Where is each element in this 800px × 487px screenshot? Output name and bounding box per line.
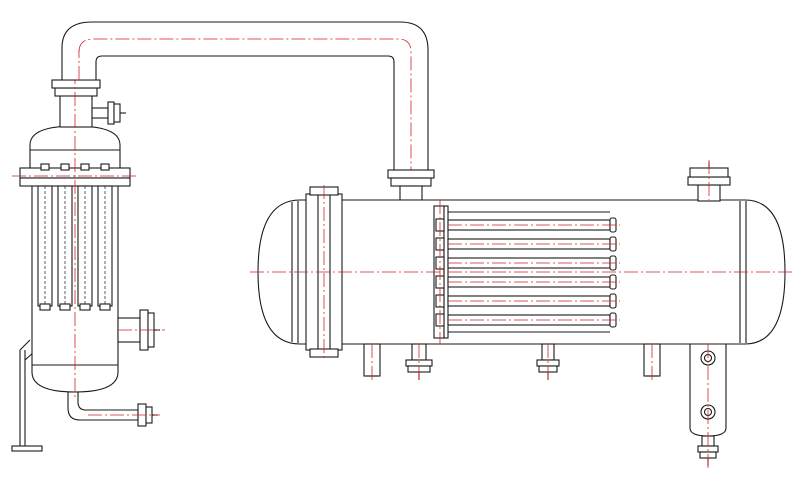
heat-exchanger — [250, 160, 792, 470]
separator-side-nozzle-top — [91, 101, 126, 125]
separator-top-nozzle — [51, 79, 101, 128]
separator-drain-pipe — [67, 391, 158, 427]
vapor-transfer-pipe — [61, 21, 435, 201]
filter-elements — [37, 163, 113, 311]
vertical-separator — [11, 70, 165, 452]
